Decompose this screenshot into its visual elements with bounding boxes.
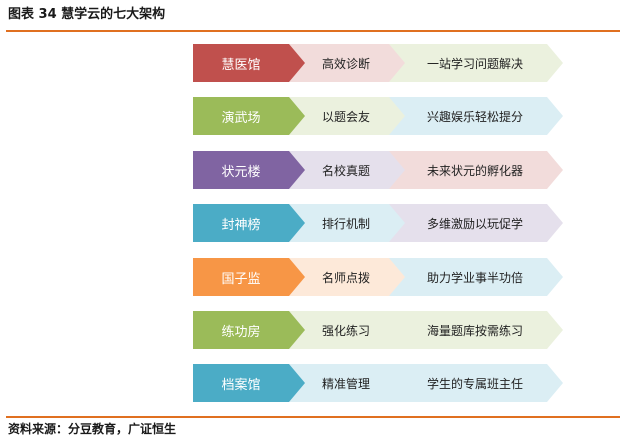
module-name: 练功房 (193, 311, 305, 349)
module-benefit: 海量题库按需练习 (383, 311, 563, 349)
module-benefit: 助力学业事半功倍 (383, 258, 563, 296)
module-benefit: 学生的专属班主任 (383, 364, 563, 402)
module-benefit: 一站学习问题解决 (383, 44, 563, 82)
module-name: 封神榜 (193, 204, 305, 242)
module-feature: 高效诊断 (283, 44, 405, 82)
top-divider (6, 30, 620, 32)
bottom-divider (6, 416, 620, 418)
module-benefit: 多维激励以玩促学 (383, 204, 563, 242)
module-feature: 名校真题 (283, 151, 405, 189)
module-name: 状元楼 (193, 151, 305, 189)
module-name: 演武场 (193, 97, 305, 135)
module-benefit: 兴趣娱乐轻松提分 (383, 97, 563, 135)
module-name: 慧医馆 (193, 44, 305, 82)
module-name: 档案馆 (193, 364, 305, 402)
source-note: 资料来源：分豆教育，广证恒生 (8, 422, 177, 436)
figure-title: 图表 34 慧学云的七大架构 (8, 7, 166, 22)
module-benefit: 未来状元的孵化器 (383, 151, 563, 189)
module-name: 国子监 (193, 258, 305, 296)
